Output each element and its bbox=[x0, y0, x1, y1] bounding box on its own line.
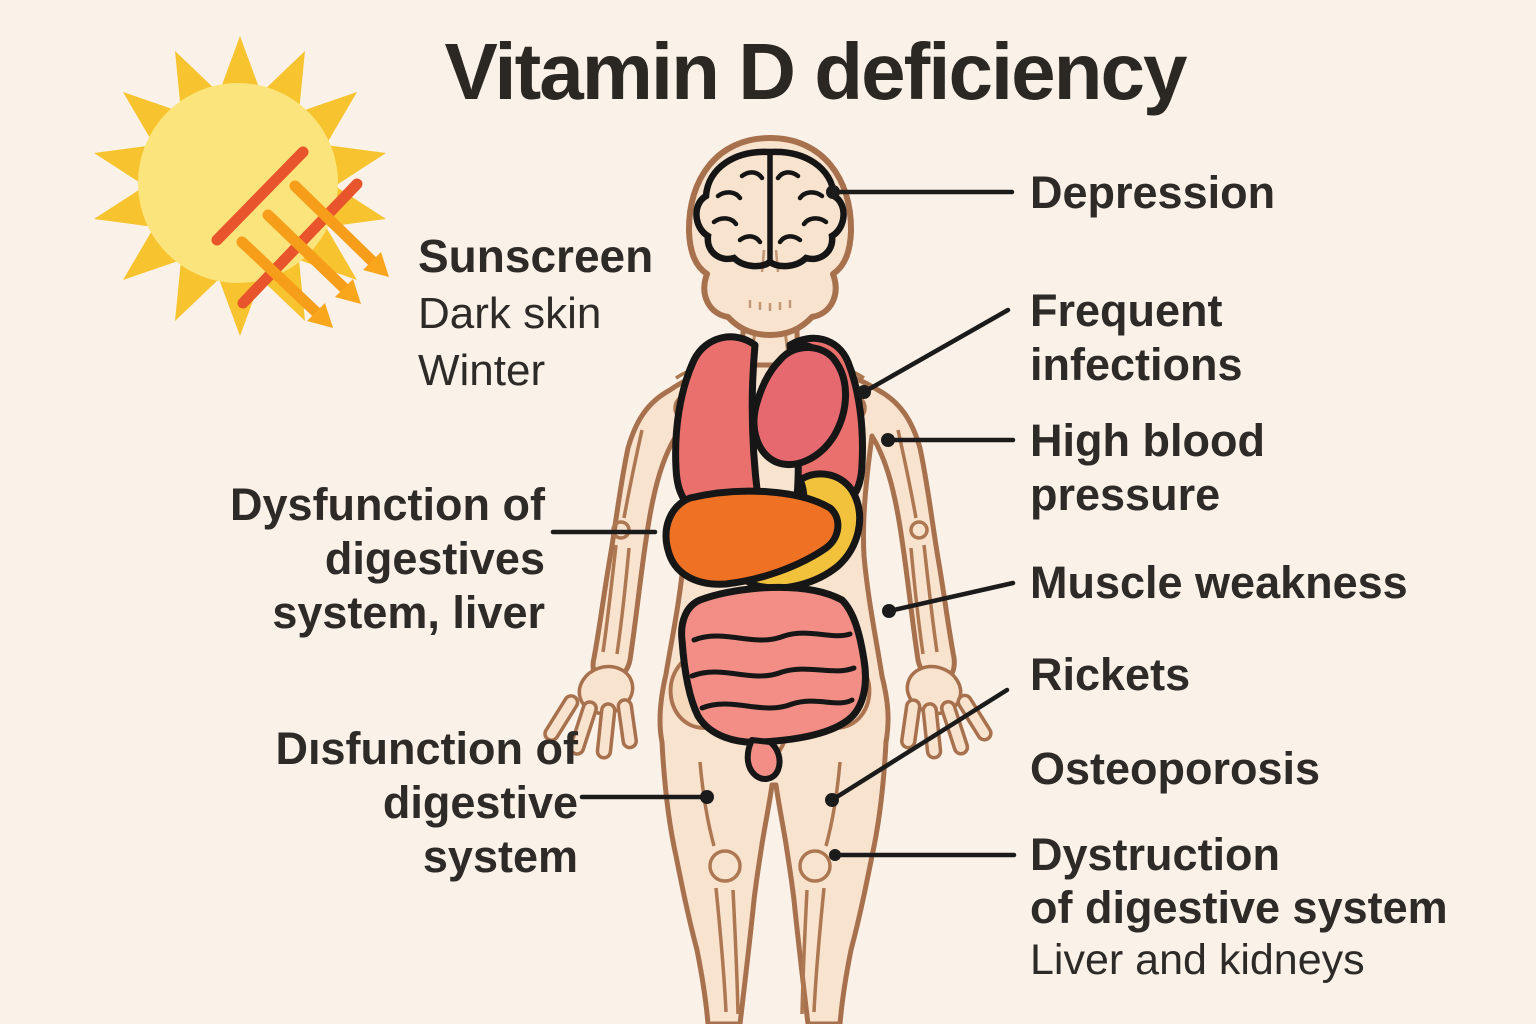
risk-factor-winter: Winter bbox=[418, 346, 546, 395]
label-line: infections bbox=[1030, 339, 1243, 390]
leader-line-frequent-infections bbox=[857, 307, 1011, 399]
label-line: Frequent bbox=[1030, 285, 1223, 336]
label-dysfunction-digestives-liver: Dysfunction of digestives system, liver bbox=[205, 478, 545, 640]
uv-arrows bbox=[236, 180, 389, 328]
label-frequent-infections: Frequent infections bbox=[1030, 284, 1243, 392]
sun-icon bbox=[94, 36, 389, 336]
label-disfunction-digestive-system: Dısfunction of digestive system bbox=[230, 722, 578, 884]
leader-line-rickets bbox=[825, 687, 1010, 807]
label-dystruction-digestive: Dystruction of digestive system Liver an… bbox=[1030, 828, 1448, 987]
brain-icon bbox=[693, 148, 847, 270]
risk-factor-sunscreen: Sunscreen bbox=[418, 230, 654, 282]
leader-line-muscle-weakness bbox=[882, 580, 1016, 618]
label-osteoporosis: Osteoporosis bbox=[1030, 743, 1321, 794]
sigmoid-colon bbox=[744, 737, 783, 782]
intestine-folds bbox=[689, 630, 857, 711]
label-rickets: Rickets bbox=[1030, 649, 1191, 700]
label-subline: Liver and kidneys bbox=[1030, 936, 1365, 984]
label-muscle-weakness: Muscle weakness bbox=[1030, 557, 1408, 608]
leader-line-dystruction bbox=[829, 849, 1017, 861]
heart-vessel bbox=[785, 342, 817, 355]
label-line: High blood bbox=[1030, 415, 1265, 466]
leader-line-digestive-lower bbox=[579, 790, 714, 804]
label-line: Dysfunction of bbox=[230, 479, 545, 530]
left-hand bbox=[543, 664, 638, 760]
label-line: Dısfunction of bbox=[275, 723, 578, 774]
intestines bbox=[678, 583, 869, 746]
leader-line-depression bbox=[826, 185, 1015, 199]
label-line: of digestive system bbox=[1030, 882, 1448, 933]
label-line: Dystruction bbox=[1030, 829, 1281, 880]
left-lung bbox=[672, 333, 762, 516]
label-line: system, liver bbox=[272, 587, 545, 638]
page-title: Vitamin D deficiency bbox=[444, 27, 1187, 116]
risk-factor-dark-skin: Dark skin bbox=[418, 289, 602, 338]
liver bbox=[662, 487, 842, 588]
human-anatomy-figure bbox=[543, 135, 993, 1024]
right-hand bbox=[900, 664, 993, 760]
leader-line-high-blood-pressure bbox=[881, 433, 1016, 447]
label-line: digestive bbox=[382, 777, 578, 828]
heart bbox=[750, 344, 849, 468]
risk-factors-block: Sunscreen Dark skin Winter bbox=[418, 228, 653, 399]
label-depression: Depression bbox=[1030, 167, 1276, 218]
label-line: digestives bbox=[324, 533, 545, 584]
label-line: pressure bbox=[1030, 469, 1221, 520]
label-line: system bbox=[422, 831, 578, 882]
label-high-blood-pressure: High blood pressure bbox=[1030, 414, 1265, 522]
